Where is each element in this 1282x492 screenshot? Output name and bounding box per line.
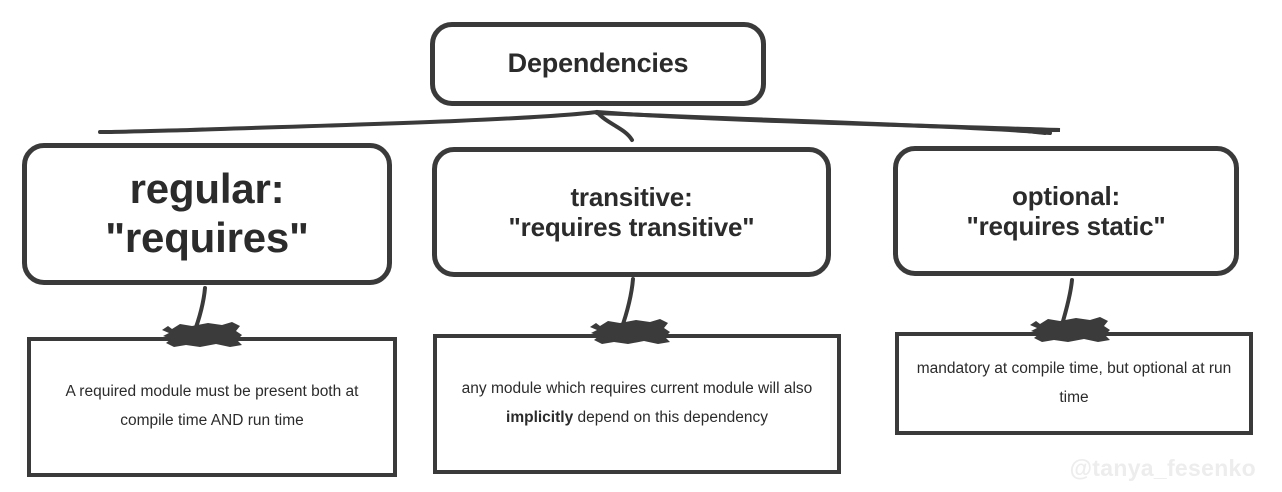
connector-root-to-optional [595,110,1061,135]
node-dependencies-label: Dependencies [507,48,689,79]
note-transitive-text: any module which requires current module… [449,375,825,432]
node-optional-syntax: "requires static" [966,211,1166,241]
node-optional-kind: optional: [1012,180,1120,211]
connector-root-to-optional-tail [595,111,1052,135]
note-regular-text: A required module must be present both a… [43,378,381,435]
node-regular[interactable]: regular: "requires" [22,143,392,285]
node-optional[interactable]: optional: "requires static" [893,146,1239,276]
node-dependencies[interactable]: Dependencies [430,22,766,106]
connector-root-to-transitive [595,110,634,142]
connector-optional-to-note [1059,278,1074,330]
connector-transitive-to-note [619,277,635,332]
note-optional: mandatory at compile time, but optional … [895,332,1253,435]
connector-root-to-regular [98,110,599,134]
note-regular: A required module must be present both a… [27,337,397,477]
connector-regular-to-note [191,286,207,337]
node-regular-kind: regular: [129,165,285,213]
watermark: @tanya_fesenko [1069,455,1256,481]
node-transitive-kind: transitive: [570,181,693,212]
note-transitive: any module which requires current module… [433,334,841,474]
node-transitive-syntax: "requires transitive" [508,212,755,242]
note-regular-prefix: A required module must be present both a… [65,383,359,429]
node-regular-syntax: "requires" [105,214,309,261]
note-transitive-suffix: depend on this dependency [573,409,768,426]
note-optional-prefix: mandatory at compile time, but optional … [916,359,1232,406]
note-optional-text: mandatory at compile time, but optional … [911,355,1237,412]
note-transitive-prefix: any module which requires current module… [461,380,813,398]
node-transitive[interactable]: transitive: "requires transitive" [432,147,831,277]
note-transitive-emphasis: implicitly [506,409,574,426]
